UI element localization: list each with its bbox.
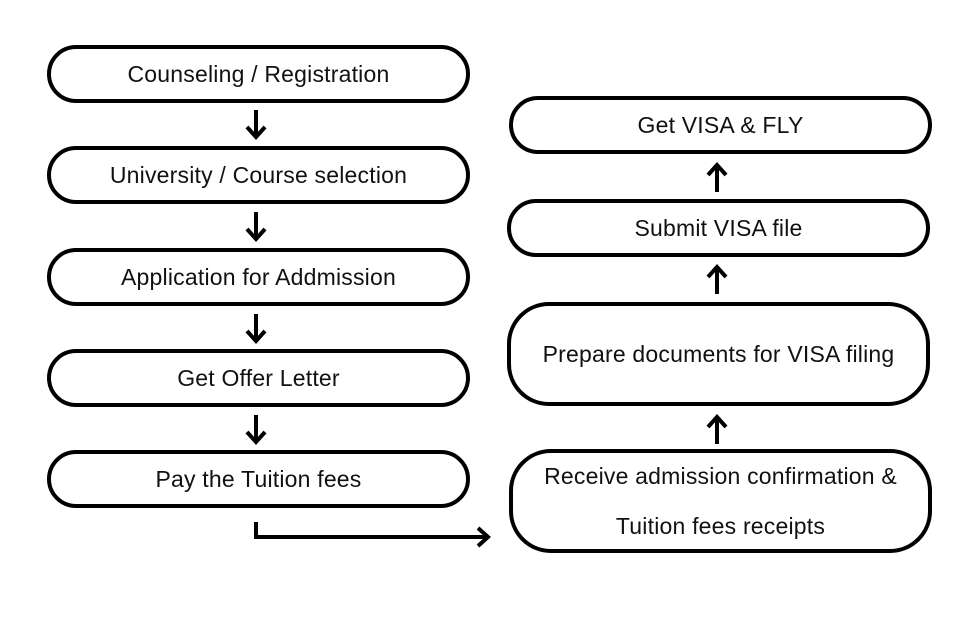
step-pay-tuition-fees: Pay the Tuition fees <box>47 450 470 508</box>
arrow-up-3 <box>706 162 728 192</box>
arrow-up-2 <box>706 264 728 294</box>
step-get-visa-fly: Get VISA & FLY <box>509 96 932 154</box>
step-submit-visa-file: Submit VISA file <box>507 199 930 257</box>
step-application-for-admission: Application for Addmission <box>47 248 470 306</box>
step-university-course-selection: University / Course selection <box>47 146 470 204</box>
step-prepare-visa-documents: Prepare documents for VISA filing <box>507 302 930 406</box>
arrow-down-2 <box>245 212 267 242</box>
arrow-connector-right <box>254 522 491 548</box>
step-get-offer-letter: Get Offer Letter <box>47 349 470 407</box>
arrow-down-4 <box>245 415 267 445</box>
arrow-down-3 <box>245 314 267 344</box>
arrow-up-1 <box>706 414 728 444</box>
step-receive-admission-confirmation: Receive admission confirmation & Tuition… <box>509 449 932 553</box>
arrow-down-1 <box>245 110 267 140</box>
step-counseling-registration: Counseling / Registration <box>47 45 470 103</box>
